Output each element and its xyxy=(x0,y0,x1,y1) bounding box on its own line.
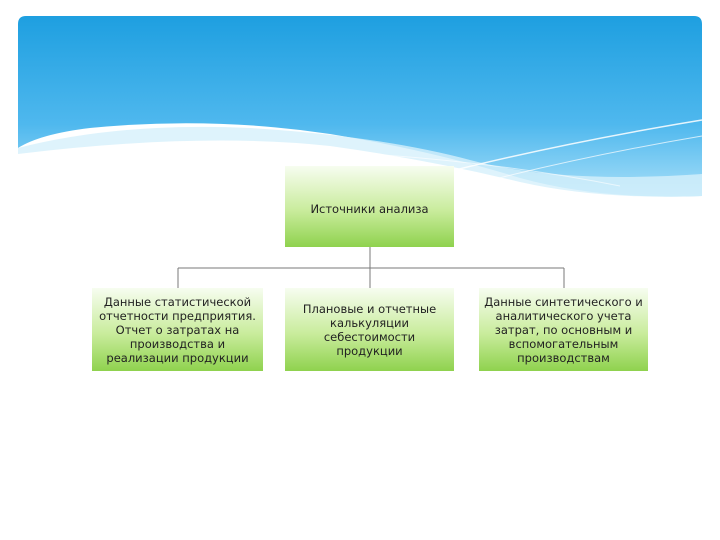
child-node-label: Данные статистической отчетности предпри… xyxy=(96,295,259,365)
root-node-label: Источники анализа xyxy=(310,202,428,216)
child-node-label: Данные синтетического и аналитического у… xyxy=(483,295,644,365)
child-node-statistics: Данные статистической отчетности предпри… xyxy=(92,288,263,371)
child-node-calculations: Плановые и отчетные калькуляции себестои… xyxy=(285,288,454,371)
child-node-accounting: Данные синтетического и аналитического у… xyxy=(479,288,648,371)
child-node-label: Плановые и отчетные калькуляции себестои… xyxy=(289,302,450,358)
root-node: Источники анализа xyxy=(285,166,454,247)
